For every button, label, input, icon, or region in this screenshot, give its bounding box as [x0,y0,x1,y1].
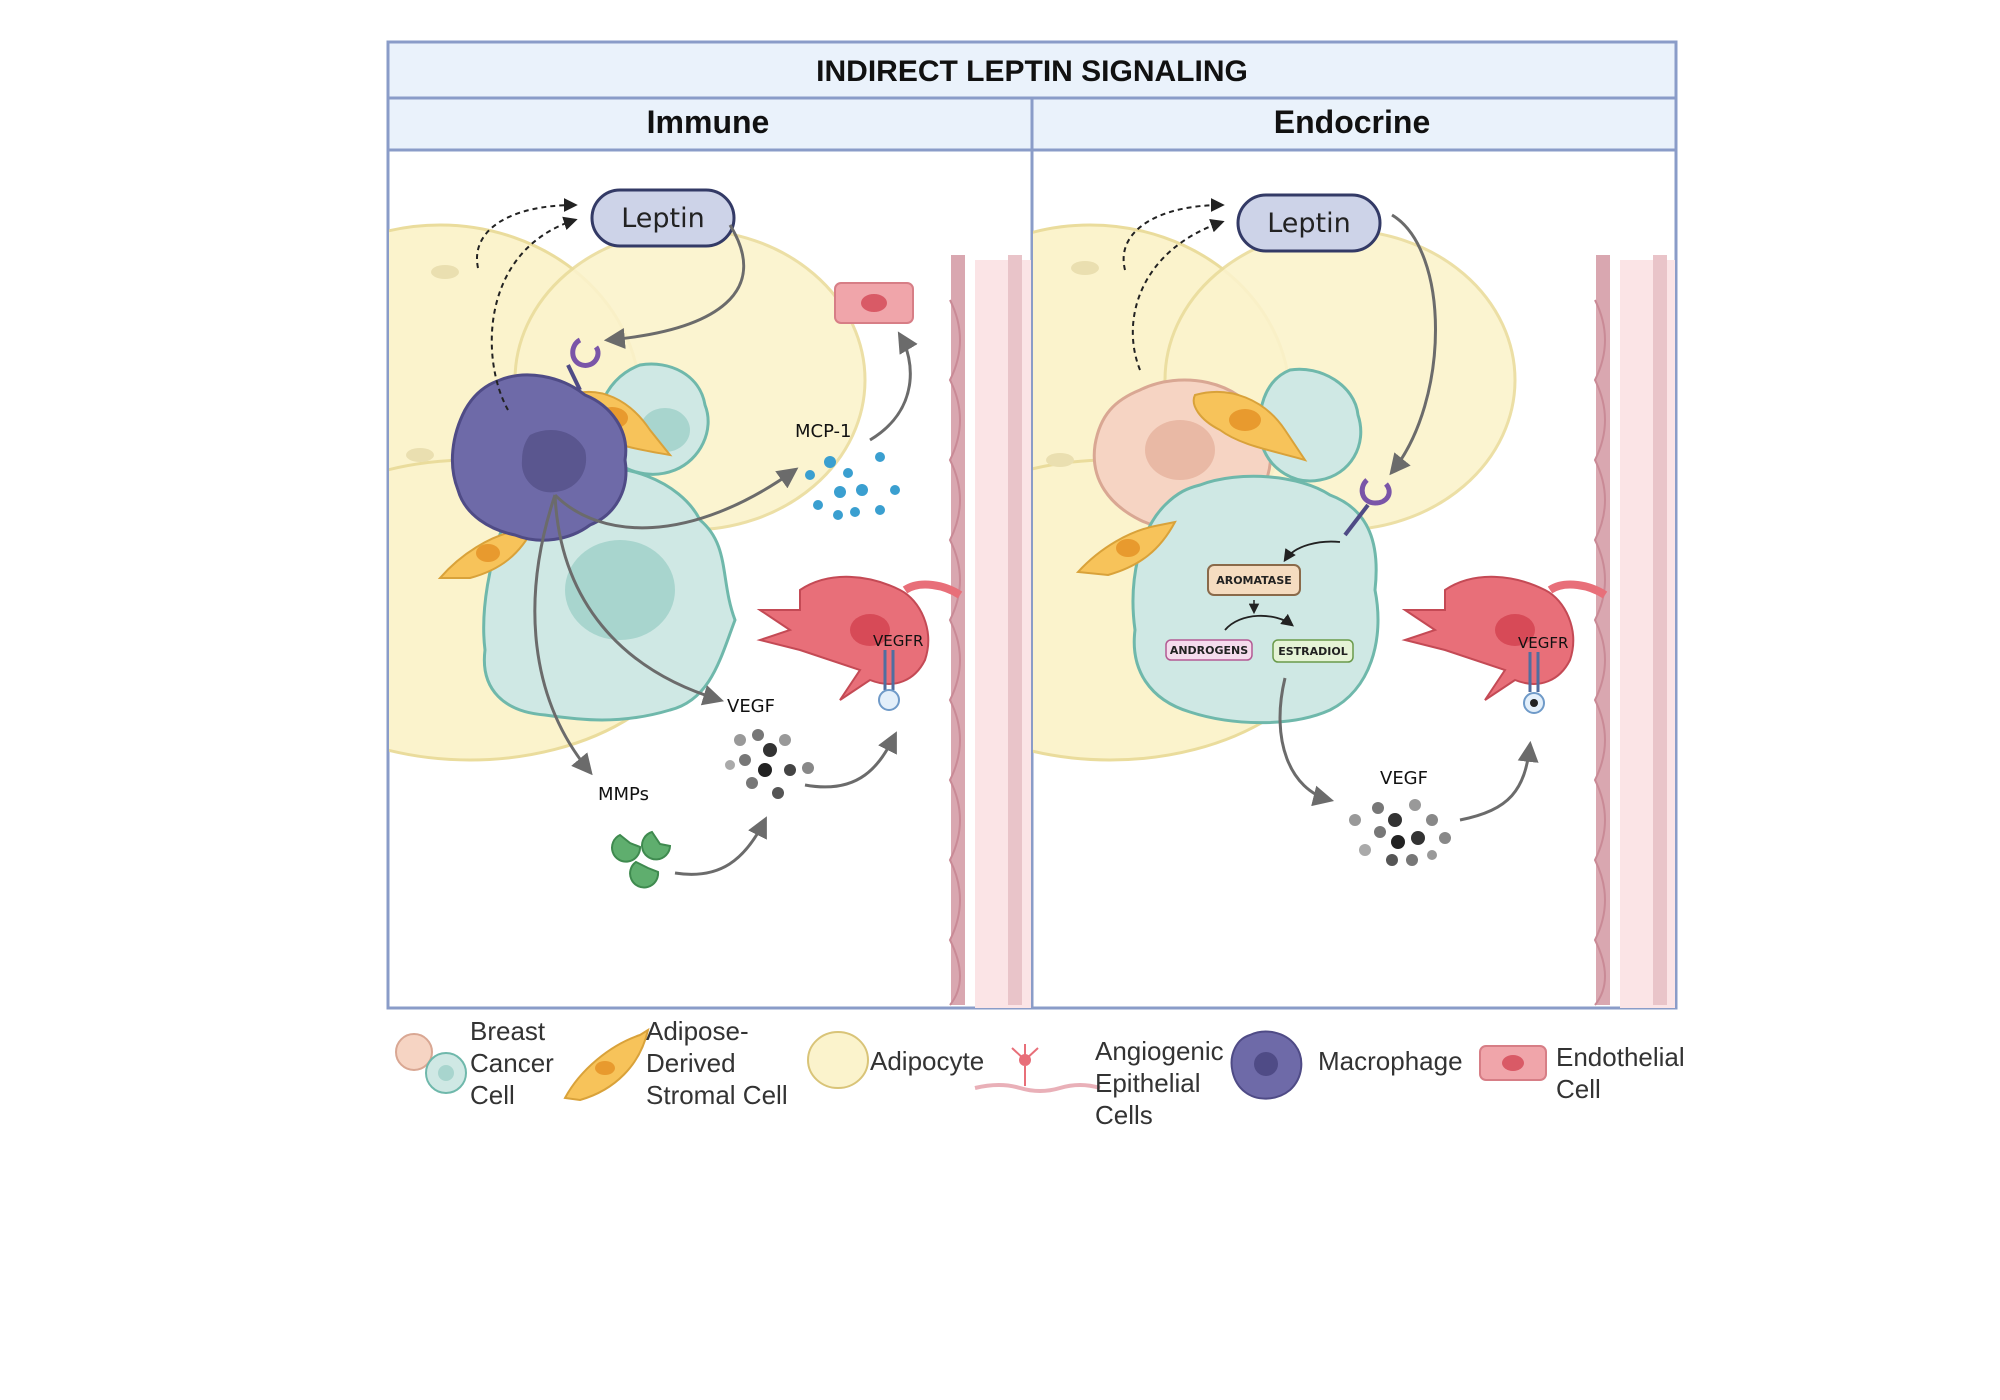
mmps-enzymes [611,830,672,889]
panel-heading-immune: Immune [647,104,770,140]
legend-breast-cancer-line2: Cancer [470,1048,554,1078]
arrow-to-mcp1 [553,467,799,530]
leptin-receptor [566,364,582,391]
vegf-particles [1349,799,1451,866]
legend: Breast Cancer Cell Adipose- Derived Stro… [395,1016,1685,1130]
aromatase-box [1207,564,1301,596]
legend-angiogenic-icon [974,1044,1101,1093]
dashed-arrow [475,198,578,269]
legend-angiogenic-line1: Angiogenic [1095,1036,1224,1066]
androgens-label: ANDROGENS [1170,644,1248,657]
leptin-box [1236,193,1382,253]
legend-adipocyte-label: Adipocyte [870,1046,984,1076]
leptin-receptor [1343,503,1370,537]
endocrine-panel: Leptin AROMATASE ANDROGENS ESTRADIOL VEG… [1033,193,1675,1008]
androgens-box [1165,639,1253,661]
vegfr-label: VEGFR [873,632,923,650]
legend-breast-cancer-line3: Cell [470,1080,515,1110]
legend-stromal-icon [563,1027,650,1102]
breast-cancer-cell [1131,474,1380,725]
vegf-label: VEGF [727,696,775,717]
leptin-label: Leptin [1267,208,1351,239]
mmps-label: MMPs [598,784,649,805]
arrow-to-vegf [1278,677,1335,807]
vegf-label: VEGF [1380,768,1428,789]
legend-endothelial-line2: Cell [1556,1074,1601,1104]
leptin-label: Leptin [621,203,705,234]
vegfr-label: VEGFR [1518,634,1568,652]
signal-arrow [1283,540,1341,563]
vegf-particles [725,729,814,799]
macrophage [450,373,628,542]
blood-vessel [948,255,1031,1008]
dashed-arrow [1122,198,1225,271]
estradiol-label: ESTRADIOL [1278,645,1348,658]
legend-endothelial-icon [1479,1045,1547,1081]
aromatase-label: AROMATASE [1216,574,1292,587]
receptor-cup [1359,478,1392,506]
estradiol-box [1272,639,1354,663]
conversion-arrow [1224,613,1295,631]
blood-vessel [1593,255,1675,1008]
legend-endothelial-line1: Endothelial [1556,1042,1685,1072]
legend-breast-cancer-line1: Breast [470,1016,546,1046]
leptin-to-receptor-arrow [1389,213,1437,476]
legend-angiogenic-line3: Cells [1095,1100,1153,1130]
arrow-to-vegf [553,494,725,706]
legend-angiogenic-line2: Epithelial [1095,1068,1201,1098]
legend-macrophage-label: Macrophage [1318,1046,1463,1076]
arrow-to-vegfr [1459,740,1539,822]
leptin-to-receptor-arrow [603,224,746,349]
legend-adipocyte-icon [807,1031,869,1089]
figure-title: INDIRECT LEPTIN SIGNALING [816,55,1248,88]
arrow-mmps-to-vegf [674,816,767,876]
arrow-to-vegfr [804,731,897,789]
arrow-to-mmps [533,494,593,776]
legend-macrophage-icon [1230,1030,1303,1100]
immune-panel: Leptin [389,188,1031,1008]
legend-stromal-line3: Stromal Cell [646,1080,788,1110]
receptor-cup [570,337,601,368]
arrow-to-endothelial [869,331,918,442]
panel-heading-endocrine: Endocrine [1274,104,1430,140]
dashed-arrow [1131,219,1225,371]
legend-breast-cancer-icon [395,1033,467,1094]
mcp1-label: MCP-1 [795,421,852,442]
legend-stromal-line1: Adipose- [646,1016,749,1046]
mcp1-particles [805,452,900,520]
legend-stromal-line2: Derived [646,1048,736,1078]
leptin-box [590,188,736,248]
